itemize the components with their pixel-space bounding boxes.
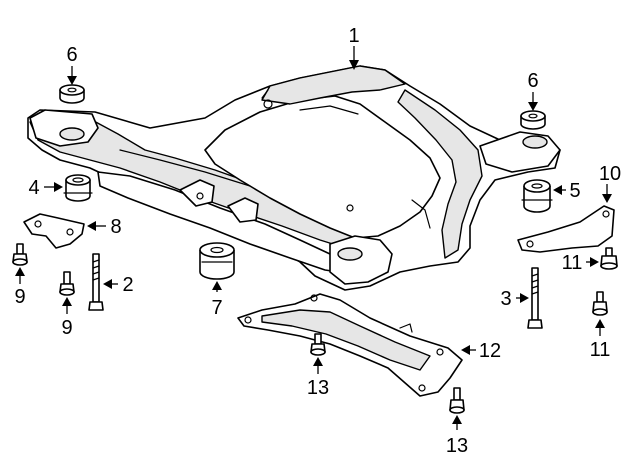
crossmember-part xyxy=(237,293,463,397)
leader-1 xyxy=(349,46,359,70)
bushing-right-part xyxy=(521,179,553,213)
bolt-c-part xyxy=(600,247,618,270)
leader-5 xyxy=(553,185,566,195)
leader-6-right xyxy=(528,92,538,111)
bolt-e-part xyxy=(310,333,326,356)
leader-3 xyxy=(516,293,529,303)
bolt-f-part xyxy=(449,387,465,414)
leader-9-a xyxy=(15,267,25,284)
callout-5: 5 xyxy=(569,180,580,202)
callout-7: 7 xyxy=(211,297,222,319)
callout-2: 2 xyxy=(122,274,133,296)
leader-7 xyxy=(212,281,222,292)
bolt-a-part xyxy=(12,243,28,266)
callout-3: 3 xyxy=(500,288,511,310)
leader-8 xyxy=(87,221,106,231)
callout-1: 1 xyxy=(348,25,359,47)
callout-13-b: 13 xyxy=(446,435,468,457)
stopper-right-part xyxy=(520,110,546,130)
bolt-long-a-part xyxy=(88,253,104,311)
callout-6-right: 6 xyxy=(527,70,538,92)
callout-8: 8 xyxy=(110,216,121,238)
leader-4 xyxy=(44,182,63,192)
leader-11-a xyxy=(586,257,599,267)
stopper-left-part xyxy=(59,84,85,104)
callout-4: 4 xyxy=(28,177,39,199)
callout-10: 10 xyxy=(599,163,621,185)
bracket-right-part xyxy=(517,205,615,253)
bolt-d-part xyxy=(592,291,608,316)
callout-11-b: 11 xyxy=(590,339,611,361)
subframe xyxy=(27,65,561,291)
leader-11-b xyxy=(595,319,605,336)
bolt-long-b-part xyxy=(527,267,543,329)
leader-13-b xyxy=(452,415,462,430)
bracket-left-part xyxy=(23,213,85,249)
mount-bushing-part xyxy=(199,242,235,280)
callout-11-a: 11 xyxy=(562,252,583,274)
callout-13-a: 13 xyxy=(307,377,329,399)
callout-9-a: 9 xyxy=(14,286,25,308)
leader-10 xyxy=(602,184,612,203)
callout-12: 12 xyxy=(479,340,501,362)
bolt-b-part xyxy=(59,271,75,296)
callout-6-left: 6 xyxy=(66,44,77,66)
leader-9-b xyxy=(62,297,72,314)
leader-2 xyxy=(103,279,118,289)
leader-12 xyxy=(461,345,476,355)
leader-13-a xyxy=(313,357,323,374)
bushing-left-part xyxy=(63,174,93,202)
callout-9-b: 9 xyxy=(61,317,72,339)
leader-6-left xyxy=(67,66,77,85)
